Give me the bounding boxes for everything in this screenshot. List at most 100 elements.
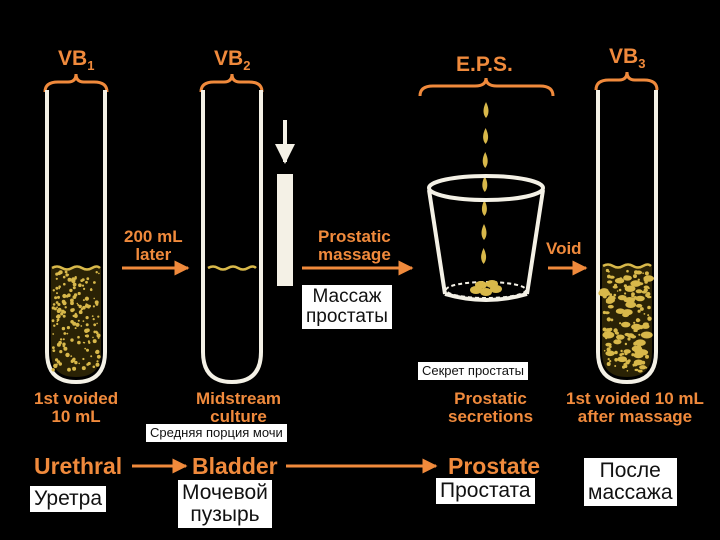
sediment-particle (62, 301, 67, 306)
sediment-particle (55, 301, 59, 304)
sediment-particle (57, 271, 61, 276)
sediment-particle (62, 275, 66, 279)
sediment-particle (609, 360, 612, 363)
sediment-particle (637, 344, 640, 347)
sediment-particle (75, 322, 80, 327)
sediment-particle (623, 363, 627, 367)
eps-pool-drop (480, 288, 492, 296)
sediment-particle (609, 327, 613, 331)
sediment-particle (606, 347, 611, 352)
sediment-particle (624, 285, 636, 292)
sediment-particle (607, 358, 610, 361)
sediment-particle (619, 353, 623, 357)
sediment-particle (85, 316, 89, 320)
sediment-particle (614, 339, 617, 342)
sediment-particle (644, 280, 648, 284)
sediment-particle (635, 303, 643, 308)
bracket-vb1 (43, 73, 109, 93)
caption-vb2-ru: Средняя порция мочи (146, 424, 287, 442)
eps-drop (483, 102, 489, 118)
eps-pool (470, 280, 502, 296)
sediment-particle (626, 333, 635, 338)
urethral-label: Urethral (34, 453, 123, 479)
bladder-label: Bladder (192, 453, 278, 479)
sediment-particle (52, 349, 56, 352)
sediment-particle (78, 304, 82, 309)
title-vb3: VB3 (609, 45, 646, 72)
sediment-particle (95, 362, 100, 367)
eps-drop (482, 176, 488, 192)
sediment-particle (98, 272, 100, 275)
sediment-particle (53, 307, 57, 311)
sediment-dots-vb1 (51, 270, 101, 372)
sediment-particle (619, 277, 623, 280)
sediment-particle (93, 323, 97, 327)
sediment-particle (62, 293, 67, 299)
sediment-particle (606, 317, 611, 322)
sediment-particle (78, 310, 83, 315)
sediment-particle (95, 330, 98, 333)
sediment-particle (643, 322, 648, 327)
sediment-particle (77, 340, 81, 345)
sediment-particle (633, 296, 638, 300)
sediment-particle (57, 307, 62, 312)
sediment-particle (97, 315, 100, 318)
bracket-vb3 (594, 71, 659, 91)
sediment-particle (81, 284, 85, 287)
sediment-particle (637, 278, 640, 281)
sediment-particle (607, 304, 614, 309)
sediment-particle (72, 314, 75, 318)
sediment-particle (602, 327, 607, 332)
sediment-particle (645, 366, 648, 369)
sediment-particle (96, 354, 101, 359)
sediment-particle (67, 273, 70, 276)
sediment-particle (614, 365, 617, 367)
sediment-particle (95, 271, 98, 274)
sediment-particle (604, 290, 607, 293)
sediment-particle (56, 320, 59, 323)
sediment-particle (95, 349, 100, 354)
sediment-particle (58, 362, 62, 366)
tube-vb3 (596, 90, 658, 385)
sediment-particle (55, 315, 59, 319)
sediment-particle (92, 305, 95, 308)
sediment-particle (622, 365, 626, 369)
sediment-particle (91, 315, 94, 317)
sediment-particle (63, 332, 67, 335)
sediment-particle (635, 289, 643, 294)
title-vb2: VB2 (214, 47, 251, 74)
caption-eps-ru: Секрет простаты (418, 362, 528, 380)
sediment-particle (647, 305, 651, 310)
sediment-particle (604, 331, 607, 334)
sediment-particle (640, 307, 644, 311)
sediment-particle (87, 340, 90, 343)
prostate-label: Prostate (448, 453, 541, 479)
title-vb1: VB1 (58, 47, 95, 74)
sediment-particle (56, 292, 58, 295)
sediment-particle (78, 283, 82, 288)
sediment-particle (67, 277, 72, 282)
sediment-particle (82, 305, 86, 310)
sediment-particle (57, 303, 61, 306)
sediment-particle (614, 283, 617, 287)
sediment-particle (598, 289, 610, 297)
cup-bottom (444, 292, 528, 302)
eps-drop (481, 248, 487, 264)
sediment-particle (55, 277, 58, 280)
sediment-particle (86, 277, 90, 281)
sediment-particle (643, 288, 648, 293)
sediment-particle (624, 292, 627, 295)
sediment-particle (96, 322, 98, 325)
sediment-particle (635, 295, 645, 302)
sediment-particle (72, 282, 77, 287)
sediment-particle (616, 334, 625, 340)
sediment-particle (64, 270, 68, 274)
sediment-particle (637, 309, 641, 313)
sediment-particle (70, 359, 74, 363)
meniscus-vb2 (207, 265, 257, 271)
